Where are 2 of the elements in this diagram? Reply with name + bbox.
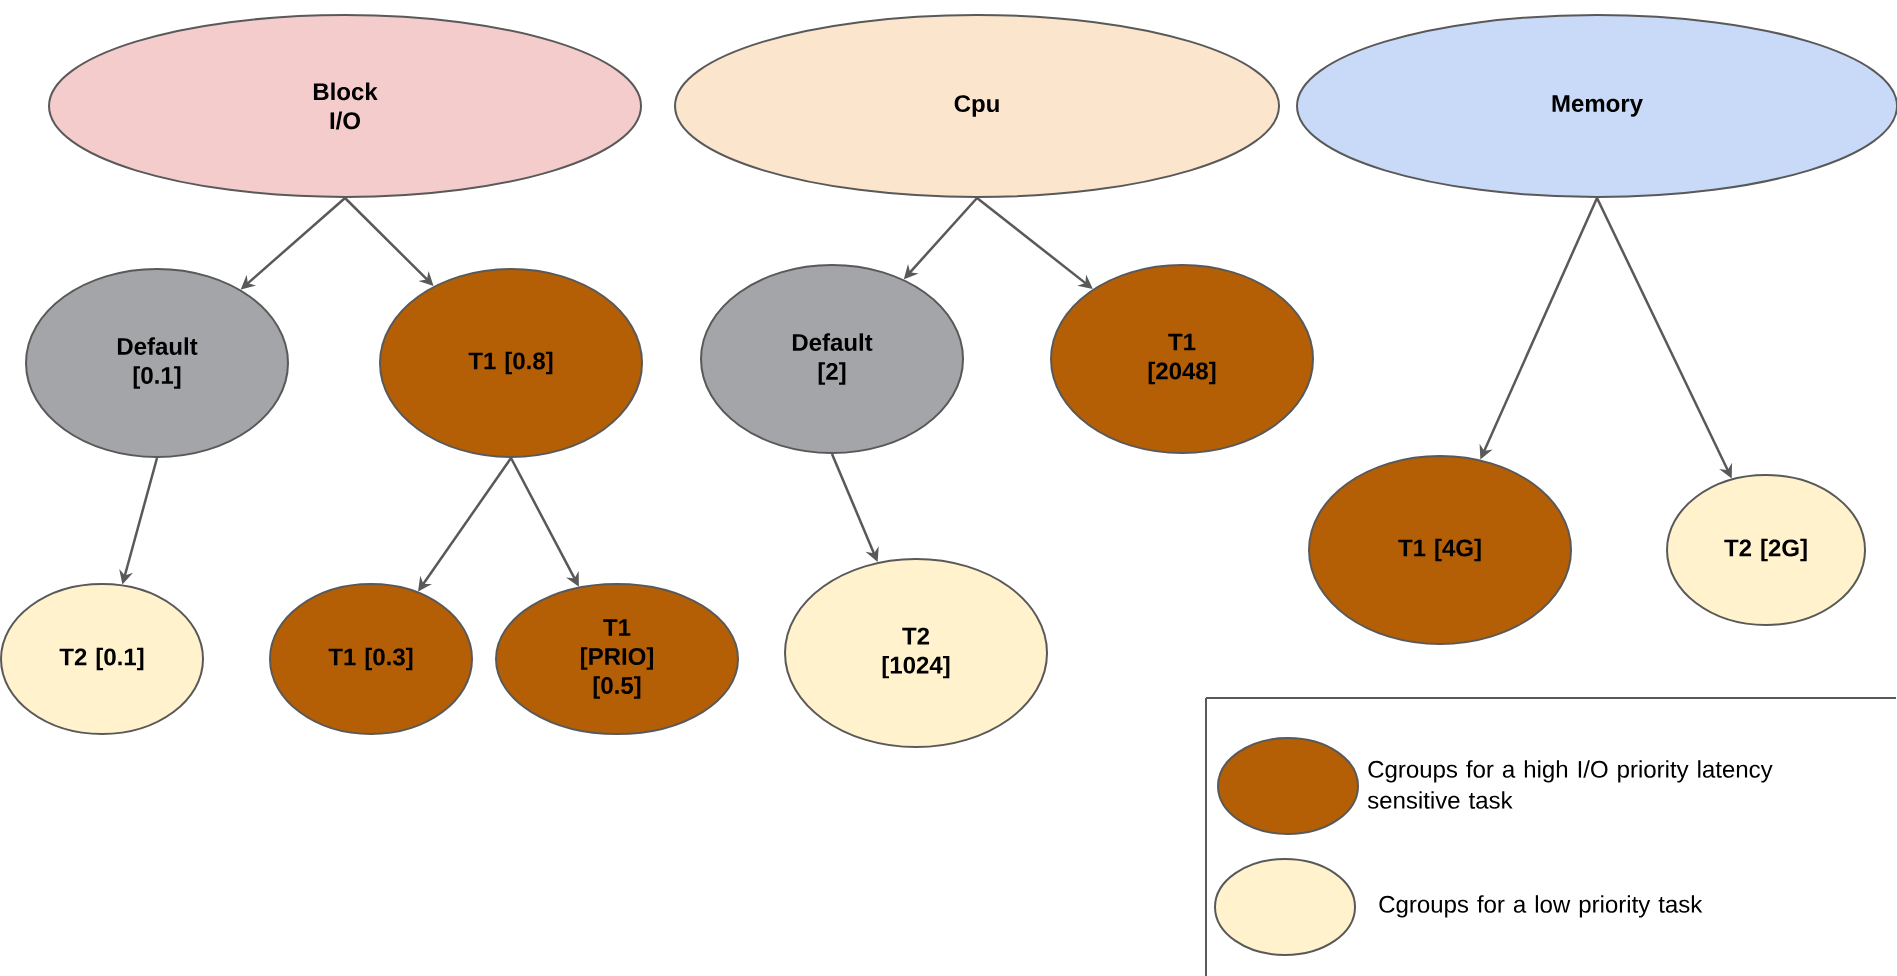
legend-text: Cgroups for a high I/O priority latency sensitive task <box>1367 760 1773 809</box>
legend-text: Cgroups for a low priority task <box>1379 895 1703 918</box>
